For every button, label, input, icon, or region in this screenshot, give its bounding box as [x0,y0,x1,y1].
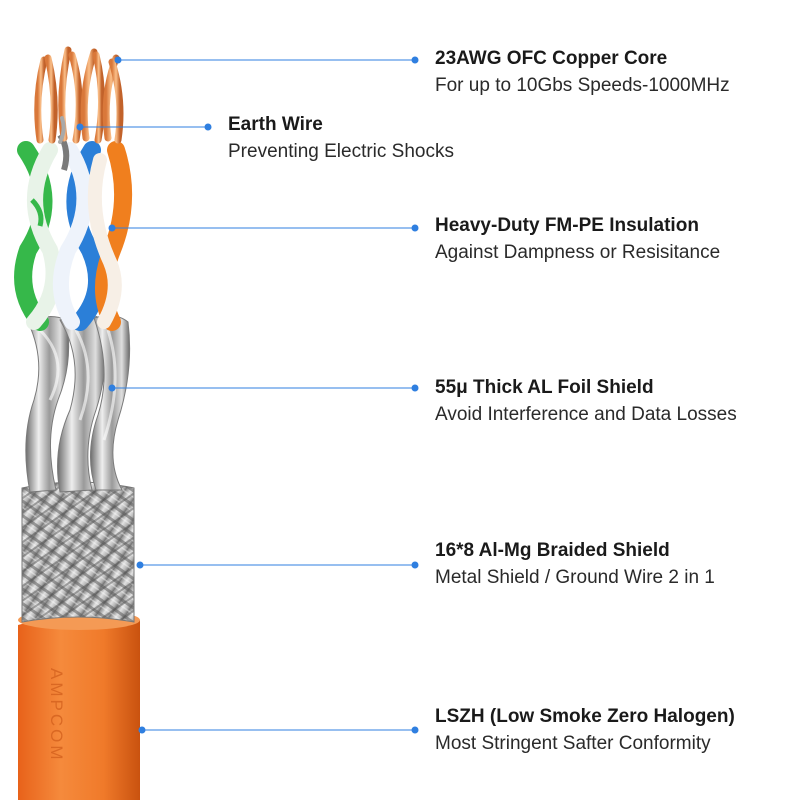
callout-title: 55μ Thick AL Foil Shield [435,377,654,398]
copper-cores [34,46,124,144]
callout-description: Avoid Interference and Data Losses [435,404,737,425]
callout-description: Preventing Electric Shocks [228,141,454,162]
callout-title: 16*8 Al-Mg Braided Shield [435,540,670,561]
leader-dot [108,224,116,232]
callout-title: LSZH (Low Smoke Zero Halogen) [435,706,735,727]
leader-dot [76,123,84,131]
leader-dot [411,56,419,64]
insulated-twisted-pairs [14,133,133,331]
leader-dot [114,56,122,64]
leader-dot [411,384,419,392]
callout-title: Heavy-Duty FM-PE Insulation [435,215,699,236]
braided-shield-layer [21,481,135,623]
leader-dot [204,123,212,131]
callout-description: Against Dampness or Resisitance [435,242,721,263]
foil-shield-layer [25,314,131,493]
callout-description: For up to 10Gbs Speeds-1000MHz [435,75,730,96]
callout-title: 23AWG OFC Copper Core [435,48,668,69]
callout-description: Most Stringent Safter Conformity [435,733,711,754]
callout-description: Metal Shield / Ground Wire 2 in 1 [435,567,715,588]
leader-dot [411,726,419,734]
leader-dot [411,224,419,232]
leader-dot [136,561,144,569]
callout-title: Earth Wire [228,114,323,135]
leader-dot [138,726,146,734]
leader-dot [108,384,116,392]
leader-dot [411,561,419,569]
